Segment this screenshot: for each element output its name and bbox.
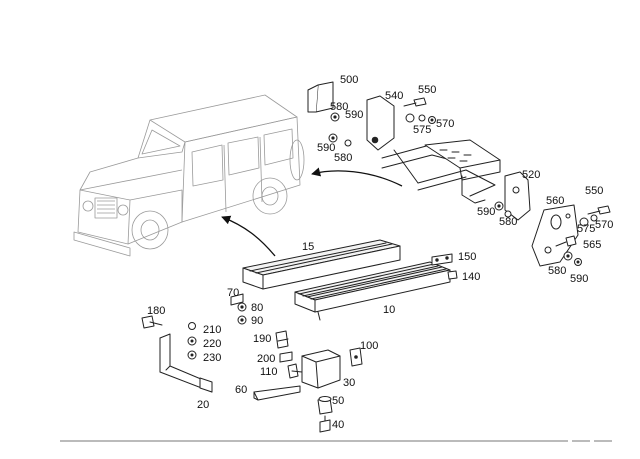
label-580: 580 xyxy=(330,101,348,113)
vehicle-illustration xyxy=(73,94,305,257)
label-140: 140 xyxy=(462,271,480,283)
label-580: 580 xyxy=(334,152,352,164)
label-30: 30 xyxy=(343,377,355,389)
label-210: 210 xyxy=(203,324,221,336)
clip-hardware xyxy=(431,253,458,280)
board-fasteners xyxy=(230,293,247,325)
label-565: 565 xyxy=(583,239,601,251)
label-110: 110 xyxy=(260,366,278,378)
label-570: 570 xyxy=(595,219,613,231)
label-590: 590 xyxy=(570,273,588,285)
label-575: 575 xyxy=(413,124,431,136)
label-40: 40 xyxy=(332,419,344,431)
label-590: 590 xyxy=(477,206,495,218)
running-board-10 xyxy=(294,261,451,321)
label-590: 590 xyxy=(317,142,335,154)
label-570: 570 xyxy=(436,118,454,130)
label-180: 180 xyxy=(147,305,165,317)
label-80: 80 xyxy=(251,302,263,314)
label-500: 500 xyxy=(340,74,358,86)
label-590: 590 xyxy=(345,109,363,121)
label-10: 10 xyxy=(383,304,395,316)
assembly-arrow-rear xyxy=(311,167,403,187)
running-board-15 xyxy=(242,239,401,290)
label-520: 520 xyxy=(522,169,540,181)
label-150: 150 xyxy=(458,251,476,263)
label-15: 15 xyxy=(302,241,314,253)
label-560: 560 xyxy=(546,195,564,207)
label-200: 200 xyxy=(257,353,275,365)
support-bracket-20 xyxy=(141,315,213,393)
label-20: 20 xyxy=(197,399,209,411)
label-100: 100 xyxy=(360,340,378,352)
rear-step-assembly xyxy=(307,81,579,267)
part-labels: 500 580 590 590 580 540 550 575 570 520 … xyxy=(147,74,613,431)
assembly-arrow-step xyxy=(221,215,276,257)
label-60: 60 xyxy=(235,384,247,396)
label-575: 575 xyxy=(577,223,595,235)
label-540: 540 xyxy=(385,90,403,102)
label-550: 550 xyxy=(418,84,436,96)
label-580: 580 xyxy=(499,216,517,228)
label-580: 580 xyxy=(548,265,566,277)
label-230: 230 xyxy=(203,352,221,364)
rear-hardware xyxy=(328,97,611,266)
buffer-assembly-30 xyxy=(253,330,363,433)
label-50: 50 xyxy=(332,395,344,407)
label-550: 550 xyxy=(585,185,603,197)
label-70: 70 xyxy=(227,287,239,299)
label-190: 190 xyxy=(253,333,271,345)
label-220: 220 xyxy=(203,338,221,350)
label-90: 90 xyxy=(251,315,263,327)
